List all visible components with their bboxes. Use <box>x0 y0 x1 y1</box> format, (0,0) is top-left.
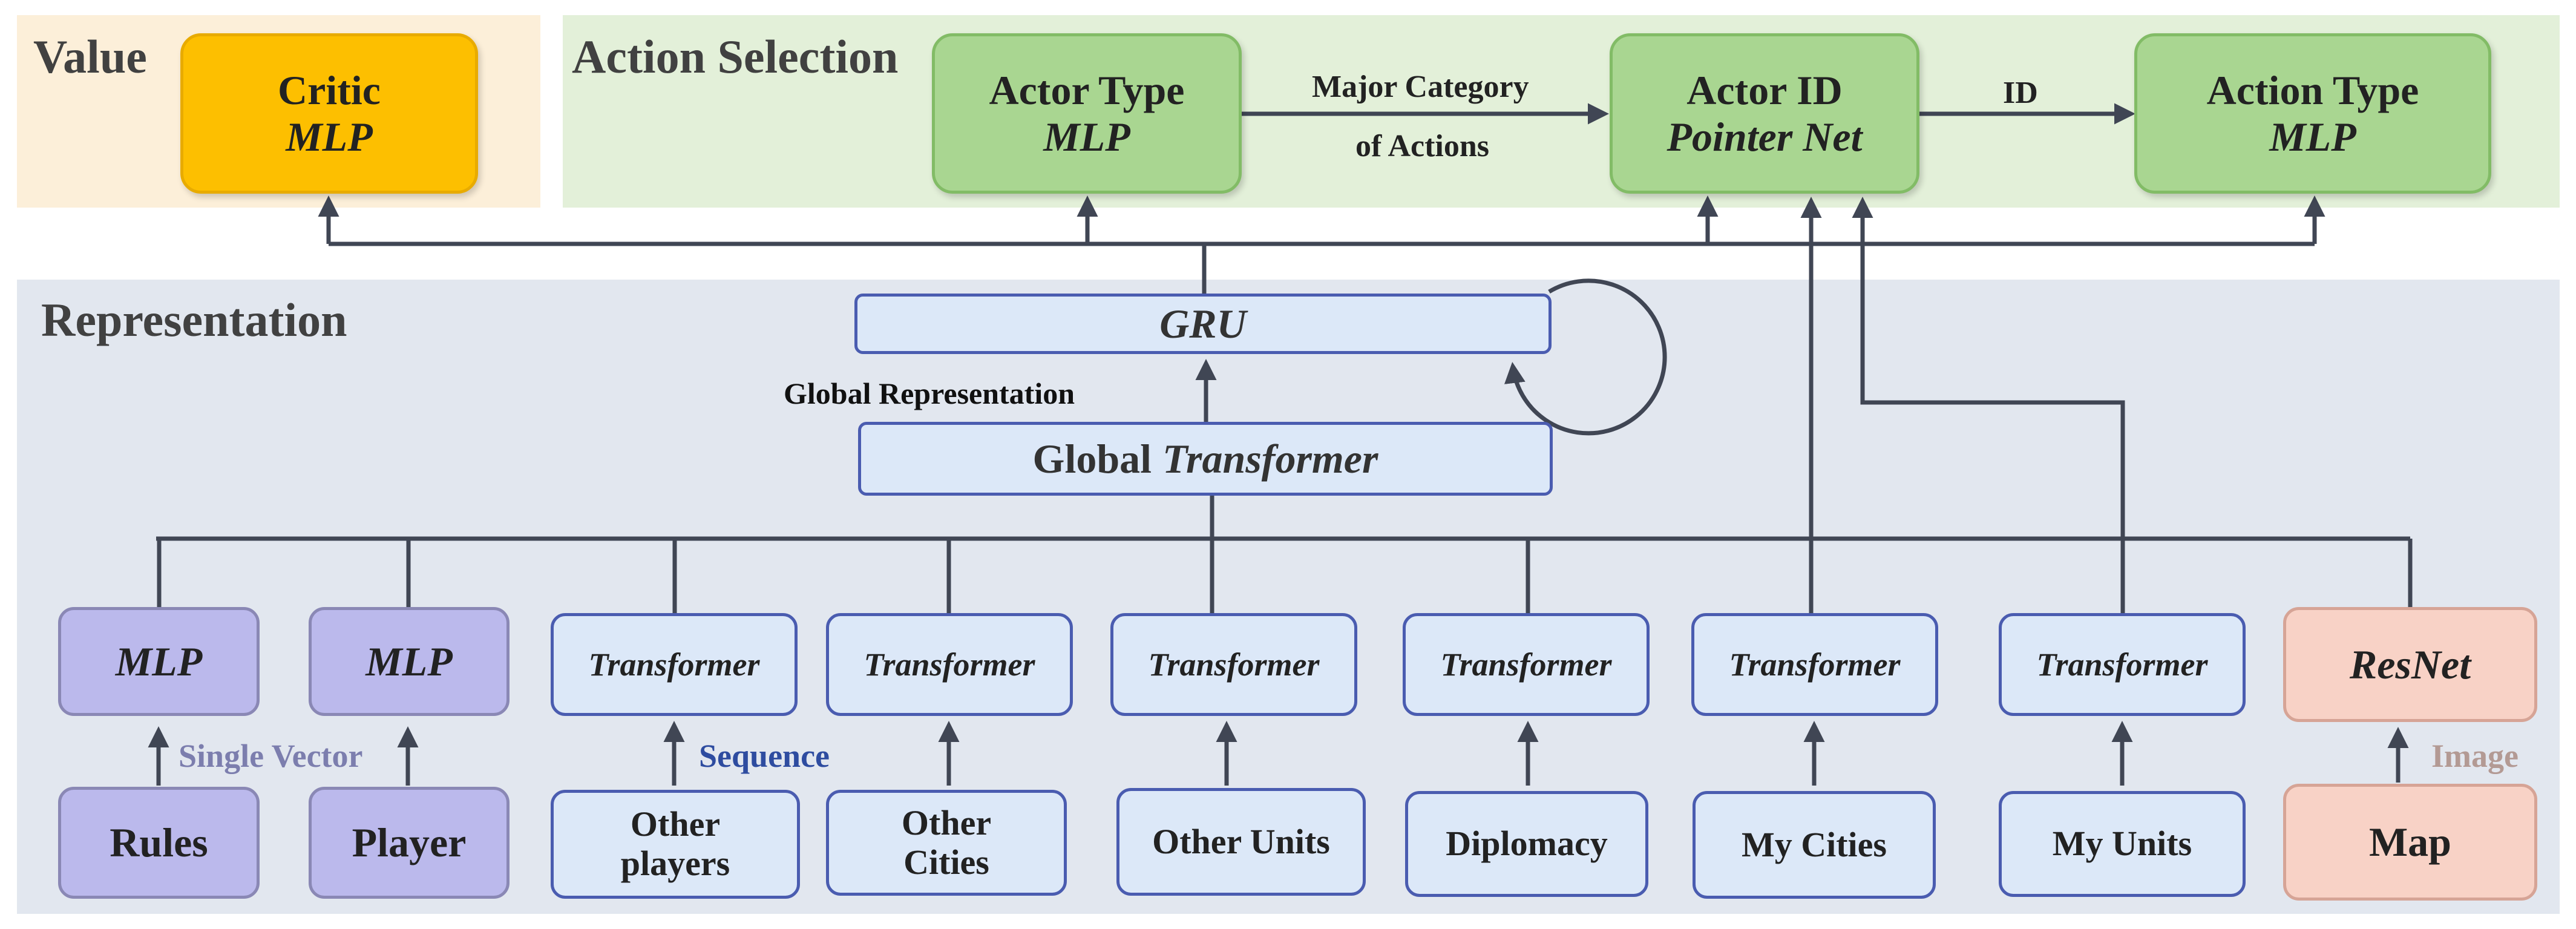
transformer-encoder-other-units: Transformer <box>1110 613 1357 716</box>
representation-title: Representation <box>41 294 347 346</box>
global-transformer-suffix: Transformer <box>1162 435 1378 482</box>
actor-id-pointer-net-box: Actor ID Pointer Net <box>1610 33 1919 194</box>
mlp-encoder-player: MLP <box>309 607 510 716</box>
sequence-label: Sequence <box>699 738 830 774</box>
critic-label: Critic <box>278 67 381 114</box>
single-vector-label: Single Vector <box>179 738 363 774</box>
value-title: Value <box>33 30 147 83</box>
other-units-label: Other Units <box>1152 821 1330 861</box>
id-label: ID <box>2003 76 2038 110</box>
major-category-label: Major Category <box>1312 70 1529 104</box>
transformer-encoder-diplomacy: Transformer <box>1403 613 1650 716</box>
map-label: Map <box>2369 819 2451 865</box>
resnet-encoder-map: ResNet <box>2283 607 2537 722</box>
action-type-mlp-box: Action Type MLP <box>2134 33 2491 194</box>
critic-mlp-label: MLP <box>286 113 373 160</box>
pointer-net-label: Pointer Net <box>1667 113 1863 160</box>
other-cities-line2: Cities <box>903 842 989 882</box>
gru-box: GRU <box>854 294 1552 354</box>
other-players-line1: Other <box>630 804 721 844</box>
transformer-encoder-other-cities: Transformer <box>826 613 1073 716</box>
transformer-encoder-other-players: Transformer <box>551 613 798 716</box>
my-cities-label: My Cities <box>1742 824 1887 864</box>
transformer-encoder-my-cities: Transformer <box>1691 613 1938 716</box>
rules-input-box: Rules <box>58 787 260 899</box>
critic-mlp-box: Critic MLP <box>180 33 478 194</box>
player-input-box: Player <box>309 787 510 899</box>
gru-recurrence-loop <box>1504 278 1667 436</box>
actor-type-mlp-box: Actor Type MLP <box>932 33 1242 194</box>
action-type-mlp-label: MLP <box>2269 113 2356 160</box>
actor-id-label: Actor ID <box>1686 67 1843 114</box>
global-transformer-box: Global Transformer <box>858 422 1553 496</box>
actor-type-mlp-label: MLP <box>1043 113 1130 160</box>
transformer-encoder-my-units: Transformer <box>1999 613 2246 716</box>
of-actions-label: of Actions <box>1355 129 1489 163</box>
action-selection-title: Action Selection <box>572 30 899 83</box>
other-players-input-box: Other players <box>551 790 800 899</box>
other-cities-line1: Other <box>901 803 992 842</box>
global-representation-label: Global Representation <box>784 376 1075 410</box>
global-transformer-prefix: Global <box>1032 435 1152 482</box>
diplomacy-input-box: Diplomacy <box>1405 791 1648 897</box>
image-label: Image <box>2431 738 2519 774</box>
map-input-box: Map <box>2283 784 2537 901</box>
other-players-line2: players <box>620 844 730 883</box>
diplomacy-label: Diplomacy <box>1446 824 1608 864</box>
rules-label: Rules <box>110 819 208 866</box>
action-type-label: Action Type <box>2206 67 2419 114</box>
my-cities-input-box: My Cities <box>1693 791 1936 899</box>
player-label: Player <box>352 819 467 866</box>
my-units-input-box: My Units <box>1999 791 2246 897</box>
gru-label: GRU <box>1159 300 1247 347</box>
mlp-encoder-rules: MLP <box>58 607 260 716</box>
other-cities-input-box: Other Cities <box>826 790 1067 896</box>
actor-type-label: Actor Type <box>989 67 1185 114</box>
other-units-input-box: Other Units <box>1116 788 1366 896</box>
my-units-to-pointer-net <box>1852 197 2125 613</box>
my-units-label: My Units <box>2052 824 2192 864</box>
